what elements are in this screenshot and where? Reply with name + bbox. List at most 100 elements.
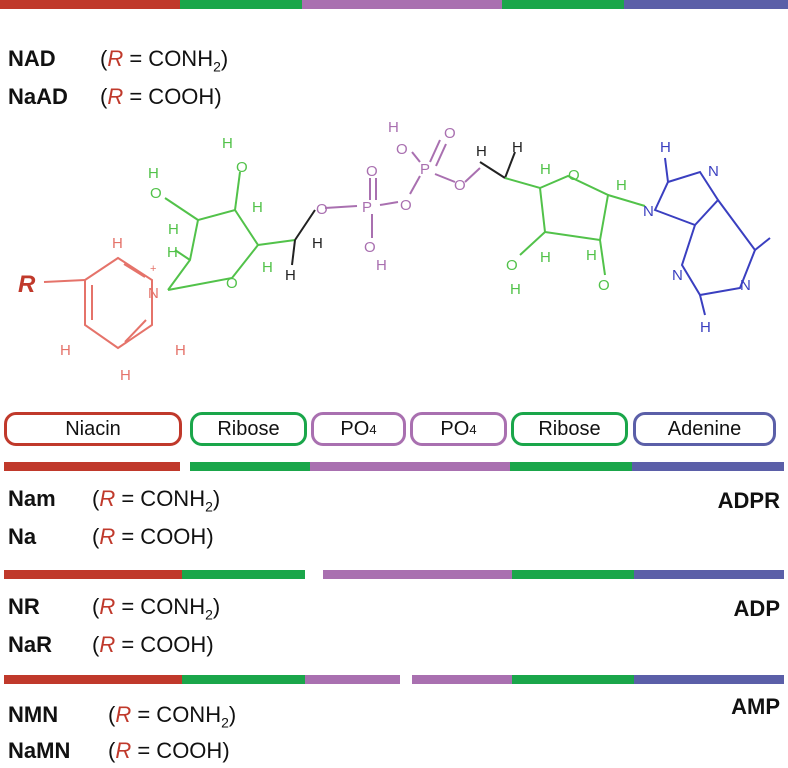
- formula-nmn: NMN(R = CONH2): [8, 702, 237, 731]
- bar-segment-phosphate: [412, 675, 512, 684]
- top-bar-adenine: [624, 0, 788, 9]
- formula-nad: NAD (R = CONH2): [8, 46, 229, 75]
- r-symbol: R: [107, 46, 124, 71]
- atom-h: H: [540, 161, 551, 178]
- atom-h: H: [262, 259, 273, 276]
- nad-molecule-structure: R H N + H H H O O O H H H H H H H H H H: [18, 119, 771, 384]
- atom-h: H: [388, 119, 399, 136]
- atom-n: N: [740, 277, 751, 294]
- atom-h: H: [616, 177, 627, 194]
- atom-n: N: [643, 203, 654, 220]
- atom-h: H: [252, 199, 263, 216]
- bar-segment-ribose: [510, 462, 632, 471]
- formula-nar: NaR(R = COOH): [8, 632, 214, 657]
- top-bar-niacin: [0, 0, 180, 9]
- atom-o: O: [226, 275, 238, 292]
- atom-h: H: [60, 342, 71, 359]
- formula-name: NaAD: [8, 84, 68, 109]
- formula-eq: = CONH: [137, 702, 222, 727]
- r-group-label: R: [18, 271, 36, 298]
- group-code-amp: AMP: [731, 694, 780, 719]
- atom-n: N: [148, 285, 159, 302]
- segment-label: PO: [340, 417, 370, 440]
- formula-eq: = COOH: [137, 738, 223, 763]
- formula-eq: = COOH: [129, 84, 215, 109]
- top-bar-ribose-1: [180, 0, 302, 9]
- atom-h: H: [700, 319, 711, 336]
- atom-h: H: [586, 247, 597, 264]
- atom-h: H: [660, 139, 671, 156]
- bar-segment-niacin: [4, 675, 182, 684]
- atom-h: H: [168, 221, 179, 238]
- segment-label: Ribose: [538, 417, 601, 440]
- atom-h: H: [112, 235, 123, 252]
- formula-name: NMN: [8, 702, 59, 727]
- formula-eq: = CONH: [121, 594, 206, 619]
- segment-adenine: Adenine: [633, 412, 776, 446]
- segment-label: Ribose: [217, 417, 280, 440]
- atom-plus: +: [150, 263, 156, 275]
- bar-segment-adenine: [632, 462, 784, 471]
- top-bar-ribose-2: [502, 0, 624, 9]
- formula-name: NR: [8, 594, 40, 619]
- bar-segment-ribose: [190, 462, 310, 471]
- atom-h: H: [167, 244, 178, 261]
- formula-name: NaR: [8, 632, 53, 657]
- formula-eq: = CONH: [121, 486, 206, 511]
- formula-name: Nam: [8, 486, 56, 511]
- r-symbol: R: [107, 84, 124, 109]
- bar-segment-phosphate: [305, 675, 400, 684]
- atom-h: H: [285, 267, 296, 284]
- formula-name: NAD: [8, 46, 56, 71]
- bar-segment-adenine: [634, 675, 784, 684]
- atom-o: O: [366, 163, 378, 180]
- bar-segment-ribose: [512, 675, 634, 684]
- segment-sub: 4: [369, 421, 377, 437]
- atom-n: N: [708, 163, 719, 180]
- bar-segment-niacin: [4, 462, 180, 471]
- group-code-adpr: ADPR: [717, 488, 780, 513]
- segment-ribose-1: Ribose: [190, 412, 307, 446]
- segment-niacin: Niacin: [4, 412, 182, 446]
- bar-segment-ribose: [512, 570, 634, 579]
- atom-o: O: [506, 257, 518, 274]
- bar-segment-ribose: [182, 675, 305, 684]
- atom-n: N: [672, 267, 683, 284]
- formula-sub: 2: [205, 606, 213, 623]
- atom-o: O: [598, 277, 610, 294]
- atom-h: H: [175, 342, 186, 359]
- bar-segment-ribose: [182, 570, 305, 579]
- formula-nr: NR(R = CONH2): [8, 594, 221, 623]
- atom-o: O: [364, 239, 376, 256]
- atom-o: O: [316, 201, 328, 218]
- atom-h: H: [120, 367, 131, 384]
- formula-name: Na: [8, 524, 37, 549]
- formula-eq: = COOH: [121, 524, 207, 549]
- atom-h: H: [376, 257, 387, 274]
- formula-naad: NaAD (R = COOH): [8, 84, 222, 109]
- formula-sub: 2: [205, 498, 213, 515]
- top-bar-phosphates: [302, 0, 502, 9]
- atom-h: H: [312, 235, 323, 252]
- bar-segment-niacin: [4, 570, 182, 579]
- bar-segment-adenine: [634, 570, 784, 579]
- atom-h: H: [540, 249, 551, 266]
- formula-nam: Nam(R = CONH2): [8, 486, 221, 515]
- atom-h: H: [512, 139, 523, 156]
- segment-label: PO: [440, 417, 470, 440]
- segment-sub: 4: [469, 421, 477, 437]
- bar-segment-phosphates: [310, 462, 510, 471]
- atom-h: H: [476, 143, 487, 160]
- formula-na: Na(R = COOH): [8, 524, 214, 549]
- formula-sub: 2: [213, 58, 221, 75]
- segment-label: Niacin: [65, 417, 121, 440]
- atom-h: H: [222, 135, 233, 152]
- atom-o: O: [150, 185, 162, 202]
- formula-eq: = COOH: [121, 632, 207, 657]
- formula-eq: = CONH: [129, 46, 214, 71]
- atom-o: O: [396, 141, 408, 158]
- formula-sub: 2: [221, 714, 229, 731]
- group-code-adp: ADP: [733, 596, 780, 621]
